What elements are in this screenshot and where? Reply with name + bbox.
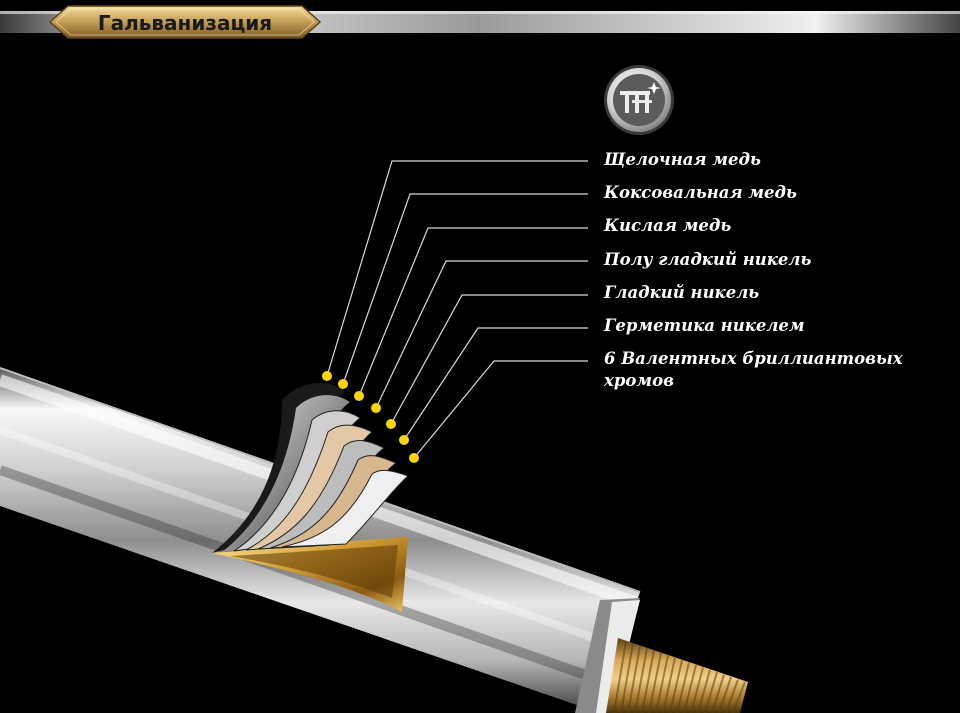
- thread-groove: [725, 679, 739, 713]
- thread-groove: [648, 652, 662, 713]
- layer-label-nickel-sealing: Герметика никелем: [604, 316, 805, 335]
- callout-marker-dot: [338, 379, 348, 389]
- thread-groove: [669, 659, 683, 713]
- thread-groove: [711, 674, 725, 713]
- brass-thread: [606, 638, 748, 713]
- callout-marker-dot: [399, 435, 409, 445]
- thread-groove: [641, 650, 655, 713]
- thread-groove: [655, 655, 669, 713]
- thread-groove: [662, 657, 676, 713]
- title-banner: Гальванизация: [48, 5, 322, 39]
- callout-line: [375, 260, 588, 409]
- peeled-plating-layers: [212, 382, 409, 553]
- thread-groove: [634, 648, 648, 713]
- thread-groove: [718, 676, 732, 713]
- plating-brand-logo-icon: [604, 65, 674, 135]
- thread-grooves: [613, 640, 746, 713]
- thread-groove: [613, 640, 627, 713]
- callout-marker-dot: [386, 419, 396, 429]
- thread-groove: [683, 664, 697, 713]
- thread-groove: [627, 645, 641, 713]
- callout-line: [403, 327, 588, 441]
- layer-label-bright-nickel: Гладкий никель: [604, 283, 760, 302]
- thread-groove: [732, 681, 746, 713]
- callout-line: [413, 360, 588, 459]
- callout-marker-dot: [409, 453, 419, 463]
- thread-groove: [704, 671, 718, 713]
- callout-marker-dot: [371, 403, 381, 413]
- callout-lines: [326, 160, 588, 459]
- callout-line: [358, 227, 588, 397]
- callout-line: [326, 160, 588, 377]
- thread-groove: [620, 643, 634, 713]
- page-title: Гальванизация: [98, 11, 272, 35]
- callout-marker-dot: [322, 371, 332, 381]
- layer-label-alkaline-copper: Щелочная медь: [604, 150, 761, 169]
- layer-label-acid-copper: Кислая медь: [604, 216, 732, 235]
- layer-label-hexavalent-chrome: 6 Валентных бриллиантовых хромов: [604, 349, 903, 390]
- callout-marker-dot: [354, 391, 364, 401]
- layer-label-semi-bright-nickel: Полу гладкий никель: [604, 250, 812, 269]
- layer-label-coking-copper: Коксовальная медь: [604, 183, 797, 202]
- callout-line: [390, 294, 588, 425]
- thread-groove: [690, 667, 704, 713]
- thread-groove: [676, 662, 690, 713]
- callout-line: [342, 193, 588, 385]
- copper-cutaway: [212, 537, 408, 612]
- callout-markers: [322, 371, 419, 463]
- thread-groove: [697, 669, 711, 713]
